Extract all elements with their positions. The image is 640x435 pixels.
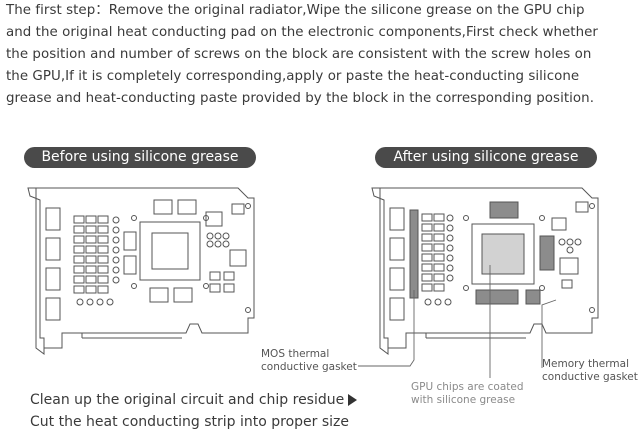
board-outline [380,187,599,349]
port [389,237,405,261]
screw-hole [589,307,595,313]
port [45,297,61,321]
memory-thermal-gasket [525,289,541,305]
gpu-annotation: GPU chips are coated with silicone greas… [411,381,524,407]
screw-hole [131,283,137,289]
port [45,207,61,231]
step-clean: Clean up the original circuit and chip r… [30,392,358,408]
screw-hole [539,285,545,291]
memory-chip [153,199,173,215]
mos-annotation: MOS thermal conductive gasket [261,348,357,374]
screw-hole [245,203,251,209]
port [389,267,405,291]
screw-hole [203,283,209,289]
memory-annotation-line: Memory thermal [542,358,629,370]
screw-hole [463,285,469,291]
memory-annotation-line: conductive gasket [542,371,638,383]
capacitor-group [76,216,230,306]
intro-line: The first step：Remove the original radia… [6,3,585,18]
port [45,267,61,291]
mos-group [73,215,109,294]
memory-chip [177,199,197,215]
capacitor-group [558,238,582,254]
memory-thermal-gasket [539,235,555,271]
board-outline [36,187,255,349]
mos-annotation-line: conductive gasket [261,361,357,373]
screw-hole [203,215,209,221]
component [223,283,235,293]
bracket-outline [27,187,45,355]
gpu-package [471,223,535,285]
component [561,279,573,289]
play-triangle-icon [348,394,358,406]
component [223,271,235,281]
screw-hole [539,215,545,221]
mos-leader [358,290,415,367]
bracket-outline [371,187,389,355]
screw-hole [463,215,469,221]
gpu-annotation-line: with silicone grease [411,394,516,406]
memory-thermal-gasket [489,201,519,219]
port [389,297,405,321]
memory-chip [205,211,223,227]
screw-hole [245,307,251,313]
screw-hole [589,203,595,209]
memory-chip [123,231,137,251]
gpu-die-grease [481,233,525,275]
component [209,283,221,293]
memory-chip [173,287,193,303]
before-label: Before using silicone grease [24,147,256,168]
intro-line: grease and heat-conducting paste provide… [6,91,594,106]
mos-group [421,213,445,292]
gpu-annotation-line: GPU chips are coated [411,381,524,393]
gpu-die [151,232,189,270]
step-cut: Cut the heat conducting strip into prope… [30,414,349,430]
step-clean-text: Clean up the original circuit and chip r… [30,392,345,408]
after-label: After using silicone grease [375,147,597,168]
memory-chip [229,249,247,267]
intro-line: the GPU,If it is completely correspondin… [6,69,580,84]
mos-annotation-line: MOS thermal [261,348,330,360]
intro-paragraph: The first step：Remove the original radia… [6,0,636,110]
memory-chip [149,287,169,303]
component [575,201,589,213]
gpu-package [139,221,201,281]
mem-leader [541,299,557,368]
intro-line: and the original heat conducting pad on … [6,25,598,40]
memory-chip [123,255,137,275]
board-after-diagram [371,187,599,355]
component [551,217,567,231]
memory-thermal-gasket [475,289,519,305]
component [559,257,579,275]
intro-line: the position and number of screws on the… [6,47,592,62]
memory-annotation: Memory thermal conductive gasket [542,358,638,384]
component [209,271,221,281]
screw-hole [131,215,137,221]
component [231,203,245,215]
board-before-diagram [27,187,255,355]
port [45,237,61,261]
port [389,207,405,231]
capacitor-group [424,214,454,306]
